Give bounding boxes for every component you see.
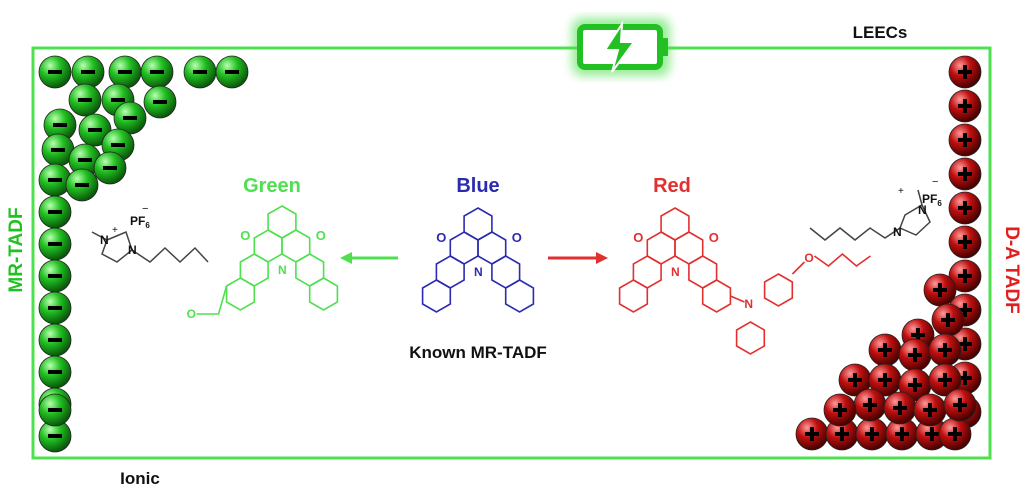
ring bbox=[735, 321, 766, 355]
minus-charge-right: − bbox=[932, 176, 938, 188]
plus-charge-left: + bbox=[112, 225, 118, 236]
arrow-to-red bbox=[548, 252, 608, 264]
blue-molecule: O O N bbox=[421, 207, 535, 313]
anion-sphere bbox=[71, 55, 105, 89]
oxygen-atom: O bbox=[240, 228, 250, 243]
imidazolium-right bbox=[809, 189, 931, 241]
cation-sphere bbox=[928, 363, 962, 397]
cation-sphere bbox=[928, 333, 962, 367]
leec-frame bbox=[31, 46, 992, 460]
red-molecule: O O N N O bbox=[618, 207, 871, 355]
leecs-label: LEECs bbox=[853, 23, 908, 42]
anion-sphere bbox=[38, 355, 72, 389]
plus-charge-right: + bbox=[898, 186, 904, 197]
anion-sphere bbox=[38, 195, 72, 229]
anion-sphere bbox=[183, 55, 217, 89]
cation-cluster bbox=[795, 55, 982, 451]
minus-charge-left: − bbox=[142, 203, 148, 215]
cation-sphere bbox=[948, 191, 982, 225]
oxygen-atom: O bbox=[804, 251, 813, 265]
n-atom-left: N bbox=[128, 243, 137, 257]
cation-sphere bbox=[868, 333, 902, 367]
da-tadf-label: D-A TADF bbox=[1001, 226, 1022, 314]
ionic-label: Ionic bbox=[120, 469, 160, 488]
oxygen-atom: O bbox=[633, 230, 643, 245]
blue-title: Blue bbox=[456, 175, 499, 197]
n-atom-right: N bbox=[893, 225, 902, 239]
oxygen-atom: O bbox=[709, 230, 719, 245]
anion-sphere bbox=[38, 227, 72, 261]
anion-sphere bbox=[143, 85, 177, 119]
anion-sphere bbox=[38, 259, 72, 293]
cation-sphere bbox=[923, 273, 957, 307]
green-molecule: O O N O bbox=[187, 205, 339, 321]
cation-sphere bbox=[948, 55, 982, 89]
nitrogen-atom: N bbox=[744, 297, 753, 311]
nitrogen-atom: N bbox=[278, 263, 287, 277]
green-title: Green bbox=[243, 175, 301, 197]
cation-sphere bbox=[898, 368, 932, 402]
known-mr-tadf-caption: Known MR-TADF bbox=[409, 343, 547, 362]
anion-sphere bbox=[38, 55, 72, 89]
anion-sphere bbox=[215, 55, 249, 89]
anion-sphere bbox=[68, 83, 102, 117]
anion-sphere bbox=[140, 55, 174, 89]
anion-sphere bbox=[38, 291, 72, 325]
cation-sphere bbox=[838, 363, 872, 397]
ring bbox=[763, 273, 794, 307]
cation-sphere bbox=[948, 157, 982, 191]
nitrogen-atom: N bbox=[671, 265, 680, 279]
anion-sphere bbox=[108, 55, 142, 89]
anion-sphere bbox=[93, 151, 127, 185]
cation-sphere bbox=[898, 338, 932, 372]
ring bbox=[225, 277, 256, 311]
cation-sphere bbox=[855, 417, 889, 451]
cation-sphere bbox=[943, 388, 977, 422]
ring bbox=[308, 277, 339, 311]
cation-sphere bbox=[853, 388, 887, 422]
red-title: Red bbox=[653, 175, 691, 197]
cation-sphere bbox=[938, 417, 972, 451]
cation-sphere bbox=[948, 89, 982, 123]
ring bbox=[618, 279, 649, 313]
oxygen-atom: O bbox=[512, 230, 522, 245]
cation-sphere bbox=[948, 225, 982, 259]
oxygen-atom: O bbox=[187, 307, 196, 321]
cation-sphere bbox=[795, 417, 829, 451]
cation-sphere bbox=[948, 259, 982, 293]
n-plus-atom-right: N bbox=[918, 203, 927, 217]
ring bbox=[504, 279, 535, 313]
oxygen-atom: O bbox=[316, 228, 326, 243]
cation-sphere bbox=[913, 393, 947, 427]
cation-sphere bbox=[931, 303, 965, 337]
pf6-right: PF6 bbox=[922, 192, 942, 208]
ring bbox=[701, 279, 732, 313]
anion-cluster bbox=[38, 55, 249, 453]
nitrogen-atom: N bbox=[474, 265, 483, 279]
cation-sphere bbox=[948, 123, 982, 157]
imidazolium-left bbox=[91, 230, 209, 264]
n-plus-atom-left: N bbox=[100, 233, 109, 247]
anion-sphere bbox=[78, 113, 112, 147]
cation-sphere bbox=[823, 393, 857, 427]
anion-sphere bbox=[38, 323, 72, 357]
oxygen-atom: O bbox=[436, 230, 446, 245]
anion-sphere bbox=[65, 168, 99, 202]
mr-tadf-label: MR-TADF bbox=[6, 207, 27, 292]
ring bbox=[421, 279, 452, 313]
anion-sphere bbox=[38, 393, 72, 427]
battery-charging-icon bbox=[572, 18, 670, 76]
arrow-to-green bbox=[340, 252, 398, 264]
anion-sphere bbox=[38, 163, 72, 197]
cation-sphere bbox=[883, 391, 917, 425]
pf6-left: PF6 bbox=[130, 214, 150, 230]
